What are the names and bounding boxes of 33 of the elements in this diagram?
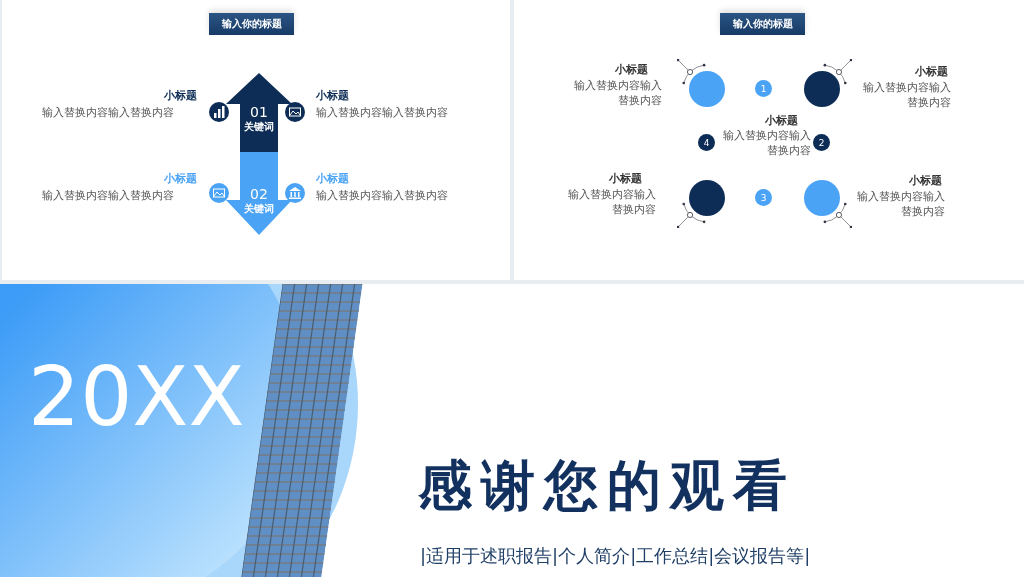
subheading: 小标题 — [764, 113, 798, 128]
title-bar: 输入你的标题 — [209, 13, 294, 35]
step-number: 01 — [249, 104, 269, 120]
body-text: 输入替换内容输入替换内容 — [567, 187, 656, 217]
number-badge: 3 — [755, 189, 772, 206]
body-text: 输入替换内容输入替换内容 — [316, 188, 449, 203]
year-text: 20XX — [28, 352, 246, 442]
keyword-text: 关键词 — [243, 120, 275, 134]
subheading: 小标题 — [163, 88, 197, 103]
subheading: 小标题 — [608, 171, 642, 186]
body-text: 输入替换内容输入替换内容 — [573, 78, 662, 108]
subheading: 小标题 — [614, 62, 648, 77]
title-bar: 输入你的标题 — [720, 13, 805, 35]
body-text: 输入替换内容输入替换内容 — [856, 189, 945, 219]
subheading: 小标题 — [316, 171, 350, 186]
body-text: 输入替换内容输入替换内容 — [42, 188, 175, 203]
body-text: 输入替换内容输入替换内容 — [42, 105, 175, 120]
step-number: 02 — [249, 186, 269, 202]
down-arrow-shape — [226, 152, 292, 235]
subheading: 小标题 — [908, 173, 942, 188]
number-badge: 2 — [813, 134, 830, 151]
number-badge: 1 — [755, 80, 772, 97]
subheading: 小标题 — [316, 88, 350, 103]
body-text: 输入替换内容输入替换内容 — [722, 128, 811, 158]
number-badge: 4 — [698, 134, 715, 151]
body-text: 输入替换内容输入替换内容 — [862, 80, 951, 110]
subheading: 小标题 — [914, 64, 948, 79]
up-arrow-shape — [226, 73, 292, 153]
keyword-text: 关键词 — [243, 202, 275, 216]
subheading: 小标题 — [163, 171, 197, 186]
headline: 感谢您的观看 — [418, 454, 797, 518]
tagline-text: |适用于述职报告|个人简介|工作总结|会议报告等| — [420, 544, 812, 568]
body-text: 输入替换内容输入替换内容 — [316, 105, 449, 120]
